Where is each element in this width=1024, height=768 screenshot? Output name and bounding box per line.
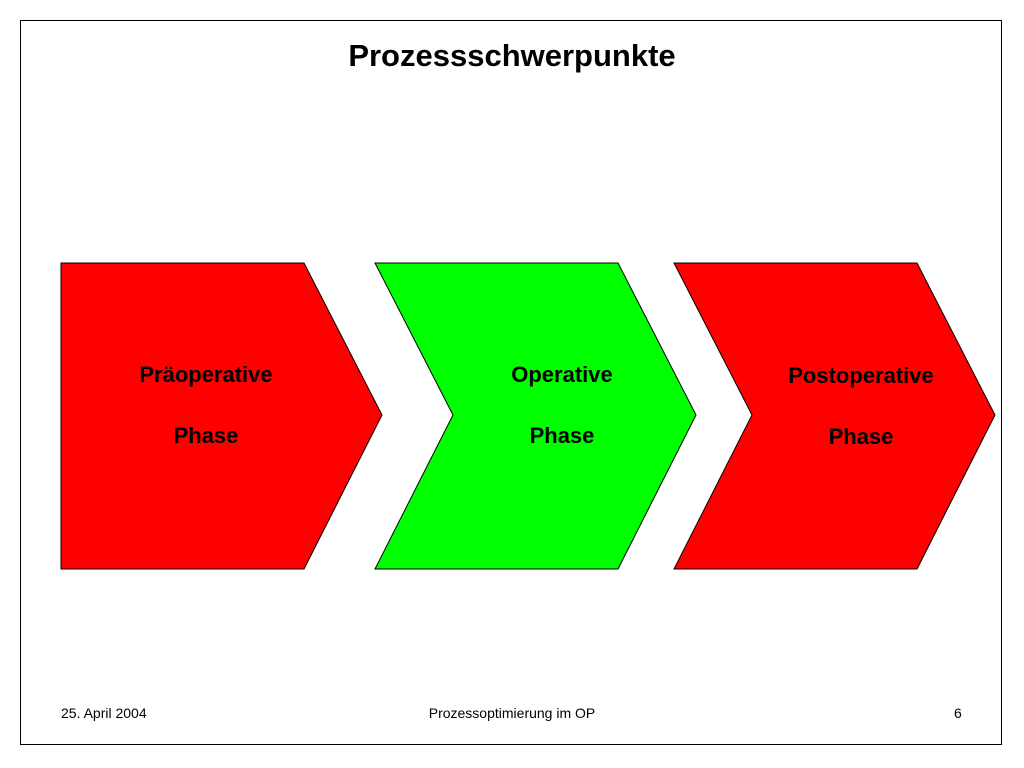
phase-preoperative: Präoperative Phase xyxy=(60,262,383,570)
phase-operative-label-line1: Operative xyxy=(511,362,613,387)
footer-date: 25. April 2004 xyxy=(61,705,147,721)
phase-postoperative-shape xyxy=(673,262,996,570)
phase-postoperative-label-line1: Postoperative xyxy=(788,363,934,388)
phase-operative-label-line2: Phase xyxy=(530,423,595,448)
phase-preoperative-label-line1: Präoperative xyxy=(139,362,272,387)
phase-operative: Operative Phase xyxy=(374,262,697,570)
phase-preoperative-label-line2: Phase xyxy=(174,423,239,448)
slide-title: Prozessschwerpunkte xyxy=(348,38,676,73)
phase-postoperative: Postoperative Phase xyxy=(673,262,996,570)
phase-preoperative-shape xyxy=(60,262,383,570)
slide-frame xyxy=(20,20,1002,745)
footer-presentation-title: Prozessoptimierung im OP xyxy=(428,705,596,721)
phase-operative-shape xyxy=(374,262,697,570)
phase-postoperative-label-line2: Phase xyxy=(829,424,894,449)
footer-page-number: 6 xyxy=(954,705,962,721)
